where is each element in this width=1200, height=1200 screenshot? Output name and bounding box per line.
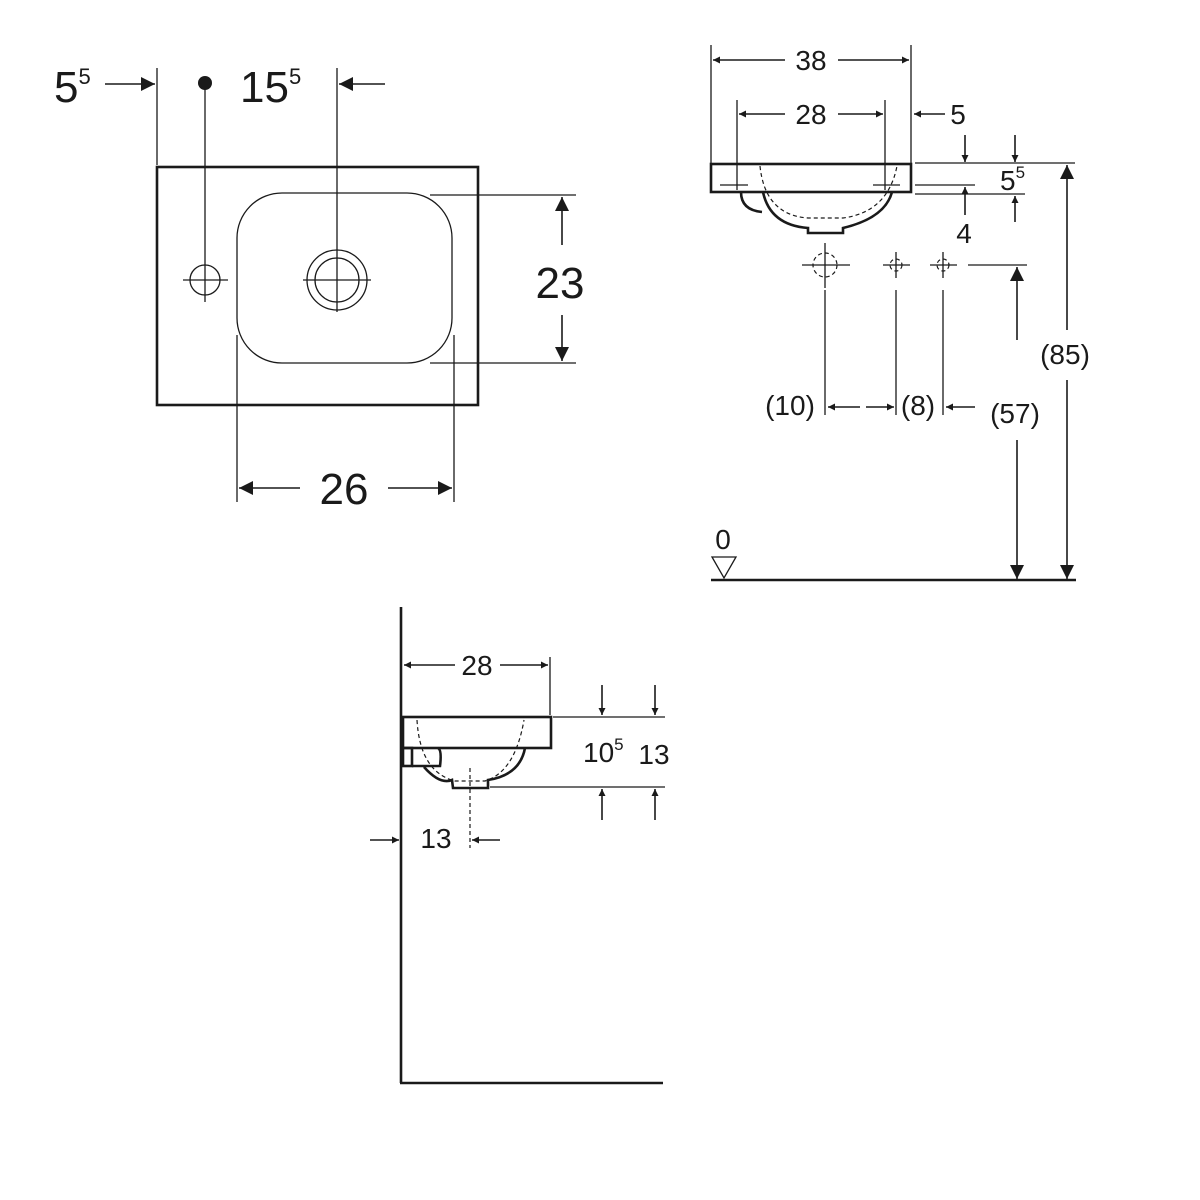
dim-hole-spacing-right: (8): [901, 390, 935, 421]
supply-connection-icon: [883, 252, 910, 278]
dim-basin-depth: 23: [536, 259, 585, 308]
washbasin-outline: [155, 165, 480, 407]
washbasin-front: [709, 162, 913, 194]
dim-overall-width: 38: [795, 45, 826, 76]
dim-depth-b: 13: [638, 739, 669, 770]
washbasin-side: [401, 715, 553, 750]
floor-level-label: 0: [715, 524, 731, 555]
dim-projection: 28: [461, 650, 492, 681]
dim-basin-width: 26: [320, 465, 369, 514]
top-view: 55 155 23 26: [54, 63, 584, 514]
front-view: 38 28 5 4 55: [709, 45, 1090, 582]
dim-hole-spacing-left: (10): [765, 390, 815, 421]
dim-drain-offset: 155: [240, 63, 301, 112]
supply-connection-icon: [930, 252, 957, 278]
dim-basin-width-front: 28: [795, 99, 826, 130]
dim-drain-offset-side: 13: [420, 823, 451, 854]
drain-connection-icon: [802, 243, 850, 288]
dim-side-offset: 5: [950, 99, 966, 130]
basin-bowl: [236, 192, 453, 364]
dim-supply-height: (57): [990, 398, 1040, 429]
dim-tap-offset: 55: [54, 63, 91, 112]
floor-level-icon: [710, 556, 738, 580]
dim-rim-height: 55: [1000, 163, 1025, 196]
dim-depth-a: 105: [583, 735, 624, 768]
dim-rim-floor-height: (85): [1040, 339, 1090, 370]
side-view: 28 105 13 13: [370, 607, 670, 1085]
dim-rim-lower: 4: [956, 218, 972, 249]
